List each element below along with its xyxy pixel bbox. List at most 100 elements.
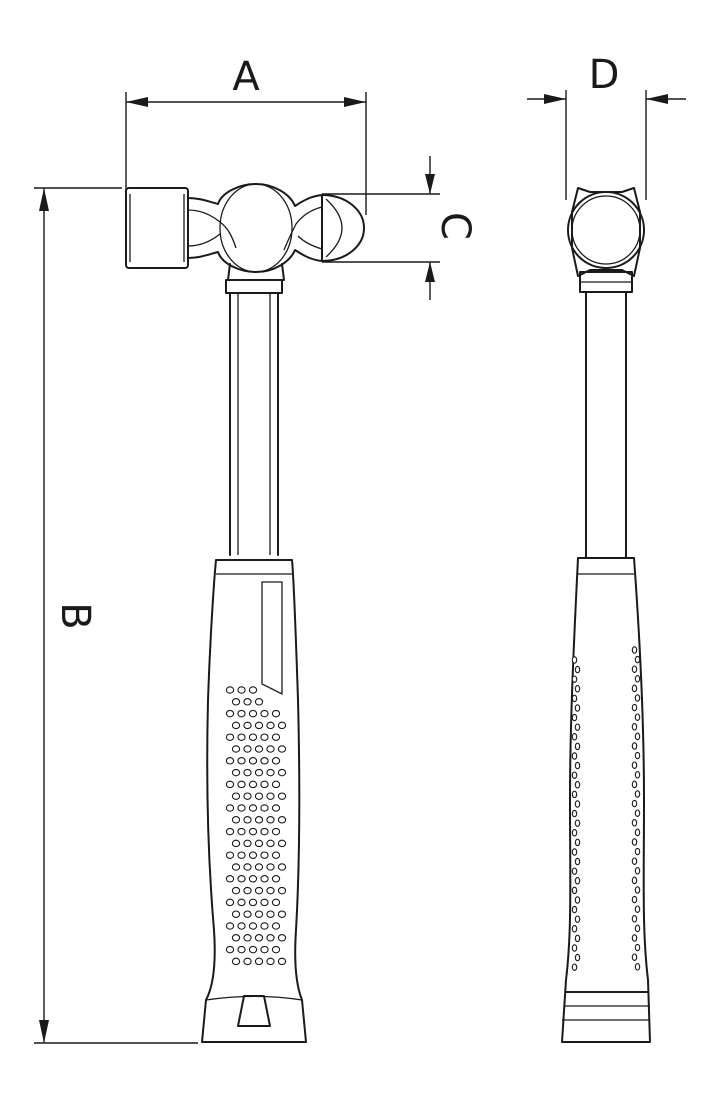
grip-dot	[574, 723, 581, 731]
grip-dot	[243, 721, 252, 730]
grip-dot	[225, 898, 235, 907]
grip-dot	[260, 804, 269, 812]
hammer-grip-side	[561, 557, 651, 1043]
grip-dot	[231, 745, 241, 753]
grip-dot	[243, 768, 252, 777]
grip-dot	[574, 896, 581, 904]
grip-dot	[634, 867, 641, 875]
dimension-a-label: A	[232, 54, 260, 100]
grip-dot	[634, 675, 641, 683]
grip-dot	[271, 780, 281, 789]
grip-dot	[260, 709, 269, 718]
grip-dot	[631, 819, 638, 827]
grip-dot	[248, 922, 258, 930]
grip-dot	[631, 953, 638, 961]
grip-dot	[631, 895, 638, 904]
grip-dot	[631, 761, 638, 769]
grip-dot-pattern-side	[571, 646, 641, 971]
grip-dot	[631, 646, 638, 654]
grip-dot	[266, 721, 275, 730]
grip-dot	[571, 790, 578, 799]
grip-dot	[266, 957, 275, 966]
grip-dot	[634, 809, 641, 817]
grip-dot	[266, 910, 275, 918]
grip-dot	[277, 839, 287, 848]
grip-dot	[225, 804, 235, 812]
grip-dot-pattern-front	[225, 686, 287, 966]
grip-dot	[571, 752, 578, 760]
dimension-b-label: B	[52, 602, 98, 629]
grip-dot	[248, 757, 258, 765]
grip-dot	[231, 721, 241, 730]
grip-dot	[631, 876, 638, 885]
grip-dot	[271, 827, 281, 836]
grip-dot	[237, 804, 246, 812]
grip-dot	[237, 757, 246, 765]
grip-dot	[248, 780, 258, 789]
grip-dot	[225, 686, 235, 694]
grip-dot	[631, 723, 638, 731]
grip-dot	[634, 713, 641, 721]
grip-dot	[266, 934, 275, 942]
grip-dot	[260, 757, 269, 765]
grip-dot	[266, 839, 275, 848]
grip-dot	[574, 819, 581, 827]
grip-dot	[277, 768, 287, 777]
grip-dot	[231, 863, 241, 871]
grip-dot	[254, 934, 264, 942]
grip-dot	[260, 851, 269, 859]
grip-dot	[231, 910, 241, 918]
grip-dot	[631, 742, 638, 750]
grip-dot	[271, 757, 281, 765]
grip-dot	[571, 809, 578, 818]
grip-dot	[271, 851, 281, 859]
grip-dot	[243, 957, 252, 966]
grip-dot	[254, 863, 264, 871]
grip-dot	[571, 713, 578, 722]
grip-dot	[277, 745, 287, 753]
grip-dot	[277, 886, 287, 895]
grip-dot	[248, 686, 258, 694]
grip-dot	[574, 761, 581, 770]
grip-dot	[271, 733, 281, 741]
hammer-shaft-front	[229, 292, 279, 556]
grip-dot	[634, 963, 641, 971]
grip-dot	[237, 827, 246, 836]
grip-dot	[231, 839, 241, 848]
grip-dot	[277, 792, 287, 800]
grip-dot	[254, 721, 264, 730]
grip-dot	[243, 886, 252, 895]
grip-dot	[254, 816, 264, 824]
grip-dot	[631, 915, 638, 923]
grip-dot	[634, 732, 641, 741]
grip-dot	[254, 839, 264, 848]
grip-dot	[277, 934, 287, 942]
grip-dot	[237, 780, 246, 789]
grip-dot	[254, 768, 264, 777]
grip-dot	[266, 745, 275, 753]
grip-dot	[634, 905, 641, 913]
hammer-head-front	[125, 183, 365, 294]
grip-dot	[574, 838, 581, 847]
grip-dot	[571, 905, 578, 914]
grip-dot	[571, 656, 578, 664]
grip-dot	[571, 733, 578, 741]
grip-dot	[248, 804, 258, 812]
grip-dot	[574, 953, 581, 962]
grip-dot	[634, 771, 641, 779]
grip-dot	[237, 851, 246, 859]
grip-dot	[237, 945, 246, 954]
grip-dot	[231, 792, 241, 800]
grip-dot	[266, 768, 275, 777]
dimension-b: B	[34, 187, 198, 1044]
grip-dot	[271, 898, 281, 907]
grip-dot	[254, 745, 264, 753]
grip-dot	[225, 733, 235, 741]
grip-dot	[225, 827, 235, 836]
grip-dot	[266, 816, 275, 824]
grip-dot	[574, 857, 581, 866]
grip-dot	[243, 816, 252, 824]
grip-dot	[631, 934, 638, 942]
grip-dot	[237, 922, 246, 930]
